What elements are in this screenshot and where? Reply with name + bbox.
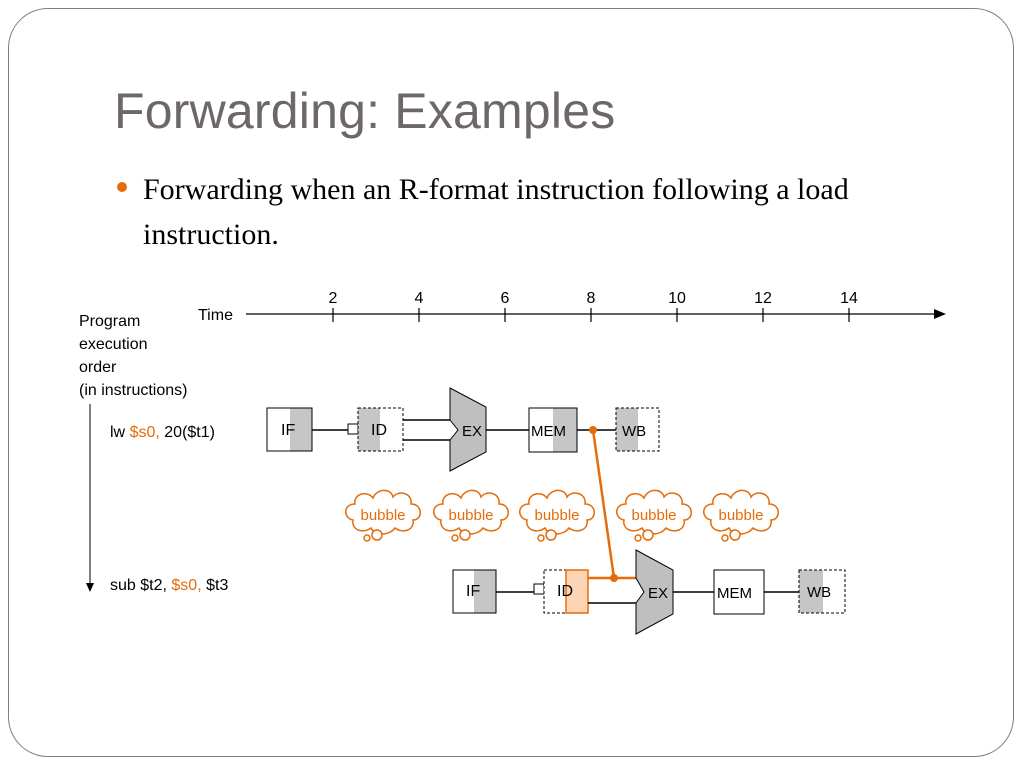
bullet-text: Forwarding when an R-format instruction …: [143, 173, 849, 251]
time-axis-arrow-icon: [934, 309, 946, 319]
instruction-label-lw: lw $s0, 20($t1): [110, 424, 215, 441]
time-tick-label: 12: [754, 290, 772, 307]
time-tick-label: 2: [329, 290, 338, 307]
stage-id-label: ID: [371, 422, 387, 439]
stage-wb-label: WB: [807, 584, 831, 601]
bubble-cloud-icon: bubble: [615, 489, 693, 542]
slide-frame: [8, 8, 1014, 757]
time-label: Time: [198, 307, 233, 324]
forwarding-path: [589, 426, 618, 582]
bubble-row: bubble bubble bubble bubble bubble: [344, 489, 780, 542]
time-tick-label: 8: [587, 290, 596, 307]
stage-wb-label: WB: [622, 423, 646, 440]
bubble-cloud-icon: bubble: [344, 489, 422, 542]
bubble-label: bubble: [718, 507, 763, 524]
axis-title-line: Program: [79, 313, 140, 330]
stage-if-label: IF: [281, 422, 295, 439]
bubble-cloud-icon: bubble: [432, 489, 510, 542]
time-tick-label: 4: [415, 290, 424, 307]
slide-title: Forwarding: Examples: [114, 83, 616, 139]
pipeline-row-sub: IF ID EX MEM WB: [452, 549, 846, 635]
stage-id-label: ID: [557, 583, 573, 600]
forwarding-source-dot: [589, 426, 597, 434]
stage-ex-label: EX: [648, 585, 668, 602]
stage-ex-alu: [449, 387, 487, 472]
stage-mem-label: MEM: [717, 585, 752, 602]
stage-ex-label: EX: [462, 423, 482, 440]
instruction-label-sub: sub $t2, $s0, $t3: [110, 577, 228, 594]
time-tick-label: 6: [501, 290, 510, 307]
bubble-cloud-icon: bubble: [518, 489, 596, 542]
stage-if-label: IF: [466, 583, 480, 600]
time-ticks: 2 4 6 8 10 12 14: [329, 290, 858, 322]
axis-title-line: (in instructions): [79, 382, 187, 399]
bubble-label: bubble: [631, 507, 676, 524]
bubble-label: bubble: [534, 507, 579, 524]
stage-mem: [713, 569, 765, 615]
pipeline-row-lw: IF ID EX MEM WB: [266, 387, 660, 472]
program-order-label: Program execution order (in instructions…: [79, 313, 187, 399]
bubble-label: bubble: [448, 507, 493, 524]
time-tick-label: 14: [840, 290, 858, 307]
bubble-label: bubble: [360, 507, 405, 524]
forwarding-target-dot: [610, 574, 618, 582]
time-tick-label: 10: [668, 290, 686, 307]
bubble-cloud-icon: bubble: [702, 489, 780, 542]
stage-ex-alu: [635, 549, 674, 635]
axis-title-line: order: [79, 359, 117, 376]
axis-title-line: execution: [79, 336, 148, 353]
stage-mem-label: MEM: [531, 423, 566, 440]
program-order-arrow-icon: [86, 583, 94, 592]
bullet-dot-icon: [117, 182, 127, 192]
